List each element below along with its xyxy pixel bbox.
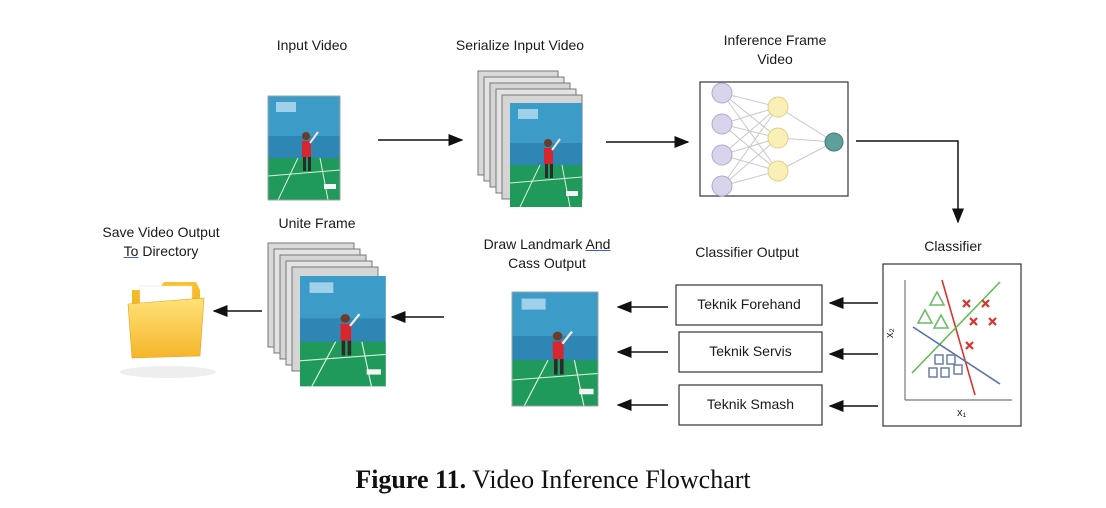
label-inference-frame-video: Inference Frame Video bbox=[723, 32, 827, 67]
label-classifier: Classifier bbox=[924, 238, 982, 254]
class-cross bbox=[965, 341, 974, 350]
class-square bbox=[928, 367, 938, 378]
unite-frame-stack bbox=[267, 242, 387, 388]
plot-x-axis-label: x₁ bbox=[957, 407, 967, 419]
figure-caption: Figure 11. Video Inference Flowchart bbox=[0, 465, 1106, 495]
figure-title: Video Inference Flowchart bbox=[472, 465, 751, 494]
label-draw-landmark: Draw Landmark And Cass Output bbox=[483, 236, 611, 271]
class-square bbox=[953, 364, 963, 375]
label-serialize-input-video: Serialize Input Video bbox=[455, 37, 585, 53]
label-classifier-output: Classifier Output bbox=[695, 244, 799, 260]
class-cross bbox=[988, 317, 997, 326]
class-square bbox=[946, 354, 956, 365]
nn-hidden-node bbox=[767, 127, 789, 149]
nn-hidden-node bbox=[767, 96, 789, 118]
classifier-plot: x₂ x₁ bbox=[882, 263, 1022, 427]
output-label-servis: Teknik Servis bbox=[709, 343, 792, 359]
output-box-forehand bbox=[675, 284, 823, 326]
class-cross bbox=[981, 299, 990, 308]
nn-input-node bbox=[711, 113, 733, 135]
output-label-forehand: Teknik Forehand bbox=[697, 296, 801, 312]
nn-input-node bbox=[711, 144, 733, 166]
draw-landmark-frame bbox=[510, 290, 600, 408]
label-input-video: Input Video bbox=[276, 37, 348, 53]
figure-number: Figure 11. bbox=[355, 465, 467, 494]
serialize-frame-stack bbox=[477, 70, 583, 208]
class-square bbox=[934, 354, 944, 365]
output-box-smash bbox=[678, 384, 823, 426]
plot-y-axis-label: x₂ bbox=[884, 328, 896, 338]
class-square bbox=[940, 367, 950, 378]
nn-hidden-node bbox=[767, 160, 789, 182]
class-cross bbox=[969, 317, 978, 326]
nn-output-node bbox=[824, 132, 844, 152]
label-unite-frame: Unite Frame bbox=[278, 215, 356, 231]
label-save-video-output: Save Video Output To Directory bbox=[102, 224, 220, 259]
neural-network-diagram bbox=[699, 81, 849, 197]
arrow-inference-to-classifier bbox=[856, 140, 964, 224]
class-triangle bbox=[932, 313, 950, 329]
nn-input-node bbox=[711, 175, 733, 197]
output-box-servis bbox=[678, 331, 823, 373]
output-label-smash: Teknik Smash bbox=[706, 396, 795, 412]
classifier-output-boxes bbox=[675, 284, 823, 426]
class-triangle bbox=[928, 290, 946, 306]
class-cross bbox=[962, 299, 971, 308]
folder-icon bbox=[120, 282, 216, 378]
nn-input-node bbox=[711, 82, 733, 104]
input-video-frame bbox=[267, 95, 341, 201]
class-triangle bbox=[916, 308, 934, 324]
